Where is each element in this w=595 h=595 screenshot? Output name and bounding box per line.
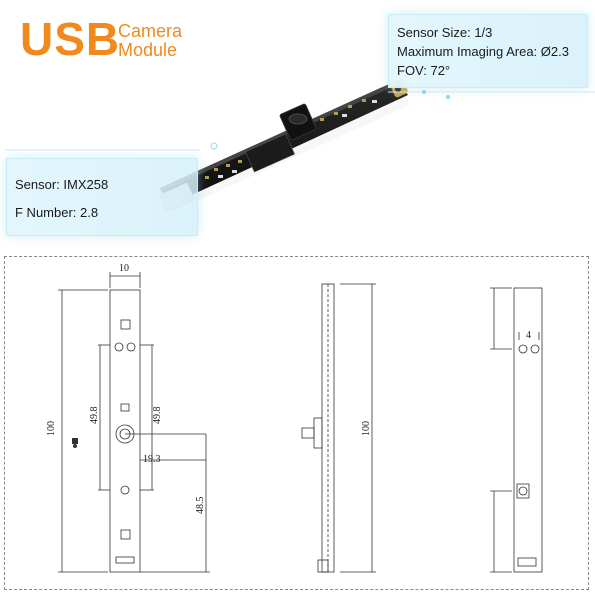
dim-length: 100 <box>46 421 57 436</box>
spec-imaging-area: Maximum Imaging Area: Ø2.3 <box>397 44 569 59</box>
logo-subtitle: Camera Module <box>118 22 182 60</box>
camera-module-photo <box>5 78 595 212</box>
dim-width: 10 <box>119 263 129 274</box>
side-view-board <box>321 283 335 573</box>
back-view-board <box>513 287 543 573</box>
spec-sensor: Sensor: IMX258 <box>15 177 109 192</box>
dim-lens-to-bottom: 48.5 <box>195 497 206 515</box>
dim-half-right: 49.8 <box>152 407 163 425</box>
spec-fov: FOV: 72° <box>397 63 451 78</box>
spec-f-number: F Number: 2.8 <box>15 205 99 220</box>
logo-subtitle-line2: Module <box>118 40 178 60</box>
dim-lens-offset: 19.3 <box>143 454 161 465</box>
dim-side-length: 100 <box>361 421 372 436</box>
technical-drawing-frame <box>4 256 589 590</box>
logo-usb: USB <box>20 13 121 65</box>
drawing-glyph-marks <box>72 438 78 448</box>
spec-box-sensor: Sensor: IMX258 F Number: 2.8 <box>6 158 198 236</box>
dim-half-left: 49.8 <box>89 407 100 425</box>
logo-subtitle-line1: Camera <box>118 21 183 41</box>
product-banner: USB Camera Module <box>0 0 595 250</box>
spec-sensor-size: Sensor Size: 1/3 <box>397 25 493 40</box>
spec-box-optics: Sensor Size: 1/3 Maximum Imaging Area: Ø… <box>388 14 588 88</box>
front-view-board <box>109 289 141 573</box>
dim-hole-spacing: 4 <box>526 330 531 341</box>
